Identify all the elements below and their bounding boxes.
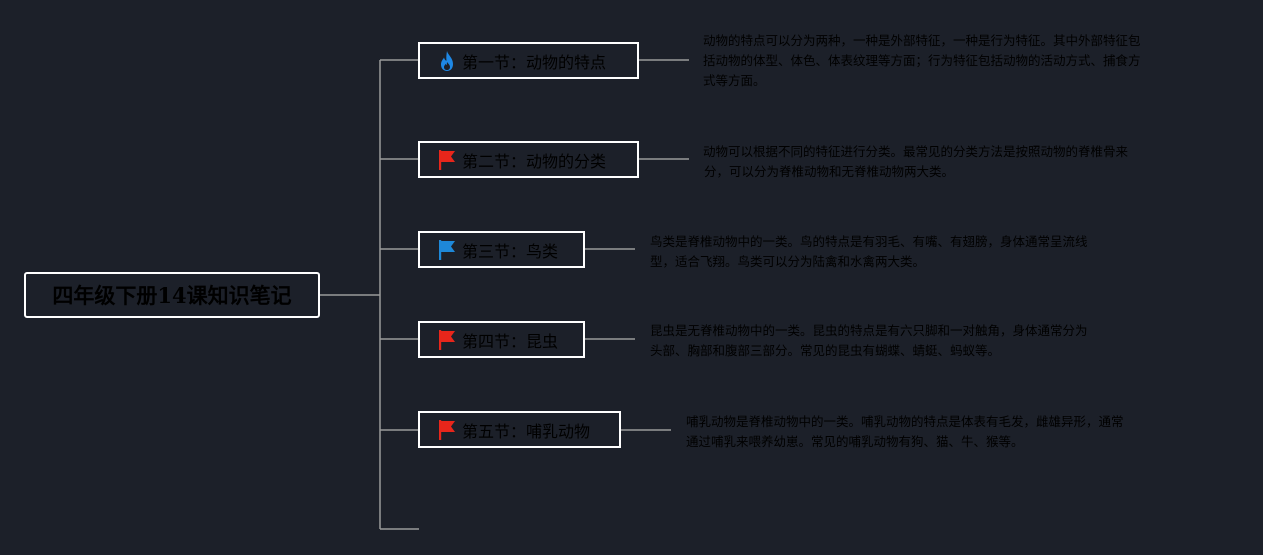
section-4-title: 第四节：昆虫	[462, 331, 559, 351]
root-topic[interactable]: 四年级下册14课知识笔记	[24, 272, 320, 318]
section-4-topic[interactable]: 第四节：昆虫	[418, 321, 585, 358]
note-line: 哺乳动物是脊椎动物中的一类。哺乳动物的特点是体表有毛发，雌雄异形，通常	[686, 414, 1124, 429]
fire-icon	[436, 50, 458, 72]
note-line: 型，适合飞翔。鸟类可以分为陆禽和水禽两大类。	[650, 254, 926, 269]
section-3-topic[interactable]: 第三节：鸟类	[418, 231, 585, 268]
section-1-title: 第一节：动物的特点	[462, 52, 607, 72]
root-title: 四年级下册14课知识笔记	[52, 283, 292, 308]
red-flag-icon	[436, 329, 458, 351]
red-flag-icon	[436, 149, 458, 171]
section-1-note: 动物的特点可以分为两种，一种是外部特征，一种是行为特征。其中外部特征包 括动物的…	[703, 31, 1141, 91]
note-line: 括动物的体型、体色、体表纹理等方面；行为特征包括动物的活动方式、捕食方	[703, 53, 1141, 68]
section-2-note: 动物可以根据不同的特征进行分类。最常见的分类方法是按照动物的脊椎骨来 分，可以分…	[703, 142, 1128, 182]
section-5-title: 第五节：哺乳动物	[462, 421, 591, 441]
note-line: 昆虫是无脊椎动物中的一类。昆虫的特点是有六只脚和一对触角，身体通常分为	[650, 323, 1088, 338]
section-4-note: 昆虫是无脊椎动物中的一类。昆虫的特点是有六只脚和一对触角，身体通常分为 头部、胸…	[650, 321, 1088, 361]
note-line: 头部、胸部和腹部三部分。常见的昆虫有蝴蝶、蜻蜓、蚂蚁等。	[650, 343, 1001, 358]
section-1-topic[interactable]: 第一节：动物的特点	[418, 42, 639, 79]
note-line: 动物可以根据不同的特征进行分类。最常见的分类方法是按照动物的脊椎骨来	[703, 144, 1129, 159]
section-2-title: 第二节：动物的分类	[462, 151, 607, 171]
blue-flag-icon	[436, 239, 458, 261]
note-line: 动物的特点可以分为两种，一种是外部特征，一种是行为特征。其中外部特征包	[703, 33, 1141, 48]
note-line: 分，可以分为脊椎动物和无脊椎动物两大类。	[704, 164, 955, 179]
note-line: 鸟类是脊椎动物中的一类。鸟的特点是有羽毛、有嘴、有翅膀，身体通常呈流线	[650, 234, 1088, 249]
section-3-note: 鸟类是脊椎动物中的一类。鸟的特点是有羽毛、有嘴、有翅膀，身体通常呈流线 型，适合…	[650, 232, 1088, 272]
section-3-title: 第三节：鸟类	[462, 241, 559, 261]
red-flag-icon	[436, 419, 458, 441]
note-line: 通过哺乳来喂养幼崽。常见的哺乳动物有狗、猫、牛、猴等。	[686, 434, 1024, 449]
note-line: 式等方面。	[703, 73, 766, 88]
section-5-note: 哺乳动物是脊椎动物中的一类。哺乳动物的特点是体表有毛发，雌雄异形，通常 通过哺乳…	[686, 412, 1124, 452]
section-2-topic[interactable]: 第二节：动物的分类	[418, 141, 639, 178]
section-5-topic[interactable]: 第五节：哺乳动物	[418, 411, 621, 448]
